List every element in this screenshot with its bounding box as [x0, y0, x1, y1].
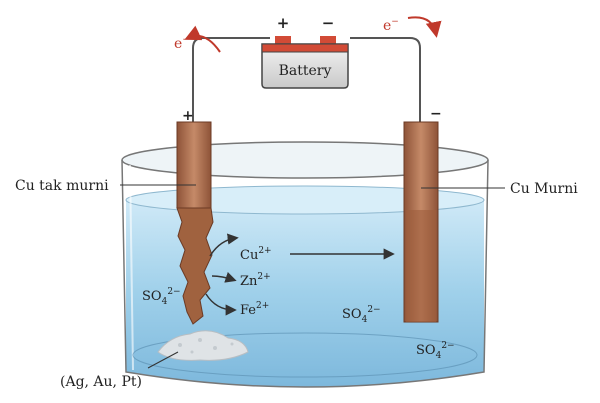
impure-copper-anode: + — [176, 108, 214, 325]
sulfate-left: SO42− — [142, 287, 181, 307]
label-sludge: (Ag, Au, Pt) — [60, 374, 142, 390]
label-impure-copper: Cu tak murni — [15, 178, 109, 194]
pure-copper-cathode: − — [403, 106, 442, 323]
battery-positive-terminal — [275, 36, 291, 44]
ion-cu: Cu2+ — [240, 246, 272, 263]
sulfate-middle: SO42− — [342, 305, 381, 325]
electron-flow-left: e− — [174, 25, 221, 53]
electrode-labels: Cu tak murni Cu Murni — [15, 178, 578, 197]
battery: Battery + − — [261, 14, 349, 89]
electron-flow-right: e− — [383, 16, 442, 38]
battery-negative-sign: − — [322, 14, 335, 32]
cathode-sign: − — [430, 106, 442, 122]
battery-positive-sign: + — [277, 14, 290, 32]
battery-negative-terminal — [320, 36, 336, 44]
label-pure-copper: Cu Murni — [510, 181, 578, 197]
electron-arrow-left — [184, 25, 221, 53]
ion-zn: Zn2+ — [240, 272, 271, 289]
circuit-wires — [192, 37, 421, 123]
leader-line-sludge — [147, 351, 179, 369]
sulfate-right: SO42− — [416, 341, 455, 361]
anode-sludge — [157, 330, 249, 361]
electron-label-right: e− — [383, 17, 399, 34]
battery-label: Battery — [279, 63, 332, 79]
electron-label-left: e− — [174, 35, 190, 52]
electron-arrow-right — [407, 16, 442, 38]
anode-sign: + — [182, 108, 194, 124]
ion-arrows — [205, 233, 395, 316]
ion-fe: Fe2+ — [240, 301, 269, 318]
